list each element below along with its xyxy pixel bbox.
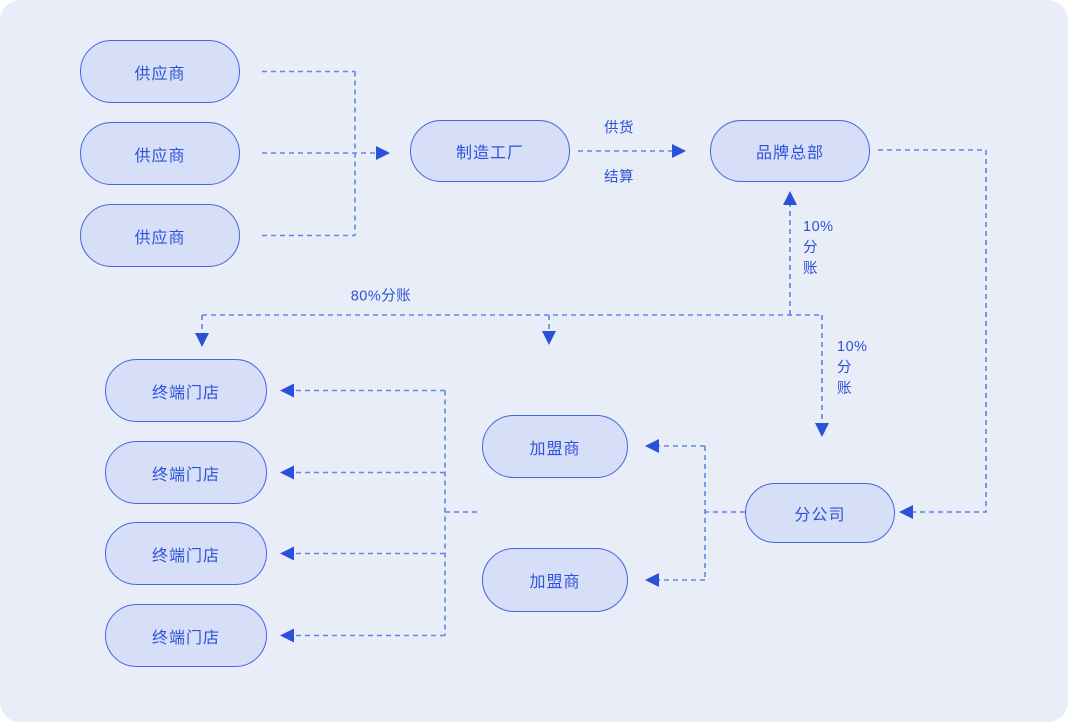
edge-headquarters-right-to-branch bbox=[878, 149, 987, 519]
node-headquarters: 品牌总部 bbox=[710, 120, 870, 182]
node-supplier-1: 供应商 bbox=[80, 40, 240, 103]
edge-split-80-down-to-franchisees bbox=[542, 315, 556, 345]
node-franchisee-2: 加盟商 bbox=[482, 548, 628, 612]
arrowhead-into-franchisee-1 bbox=[645, 439, 659, 453]
edge-split-10-down-to-branch bbox=[815, 315, 829, 437]
arrowhead-into-franchisee-2 bbox=[645, 573, 659, 587]
node-supplier-2: 供应商 bbox=[80, 122, 240, 185]
arrowhead-into-store-2 bbox=[280, 465, 294, 480]
node-supplier-3: 供应商 bbox=[80, 204, 240, 267]
edge-suppliers-to-factory bbox=[262, 70, 390, 237]
edge-split-80-down-to-stores bbox=[195, 315, 209, 347]
edge-factory-to-headquarters bbox=[578, 144, 686, 158]
arrowhead-down-to-branch bbox=[815, 423, 829, 437]
arrowhead-into-factory bbox=[376, 146, 390, 160]
node-store-4: 终端门店 bbox=[105, 604, 267, 667]
edge-label-split-10-to-branch: 10% 分 账 bbox=[837, 339, 868, 397]
edge-split-10-up-to-headquarters bbox=[783, 191, 797, 315]
node-branch: 分公司 bbox=[745, 483, 895, 543]
arrowhead-into-store-1 bbox=[280, 383, 294, 398]
arrowhead-up-into-headquarters bbox=[783, 191, 797, 205]
edge-stores-trunk bbox=[280, 383, 478, 643]
edge-label-supply: 供货 bbox=[604, 120, 634, 137]
arrowhead-into-branch-right bbox=[899, 505, 913, 519]
arrowhead-down-to-stores bbox=[195, 333, 209, 347]
arrowhead-into-headquarters-left bbox=[672, 144, 686, 158]
arrowhead-down-to-franchisees bbox=[542, 331, 556, 345]
node-franchisee-1: 加盟商 bbox=[482, 415, 628, 478]
edge-label-split-80: 80%分账 bbox=[350, 288, 412, 305]
node-factory: 制造工厂 bbox=[410, 120, 570, 182]
edge-branch-to-franchisees bbox=[645, 439, 745, 587]
node-store-1: 终端门店 bbox=[105, 359, 267, 422]
node-store-3: 终端门店 bbox=[105, 522, 267, 585]
arrowhead-into-store-3 bbox=[280, 546, 294, 561]
arrowhead-into-store-4 bbox=[280, 628, 294, 643]
edge-label-split-10-to-headquarters: 10% 分 账 bbox=[803, 219, 834, 277]
edge-label-settlement: 结算 bbox=[604, 169, 634, 186]
node-store-2: 终端门店 bbox=[105, 441, 267, 504]
